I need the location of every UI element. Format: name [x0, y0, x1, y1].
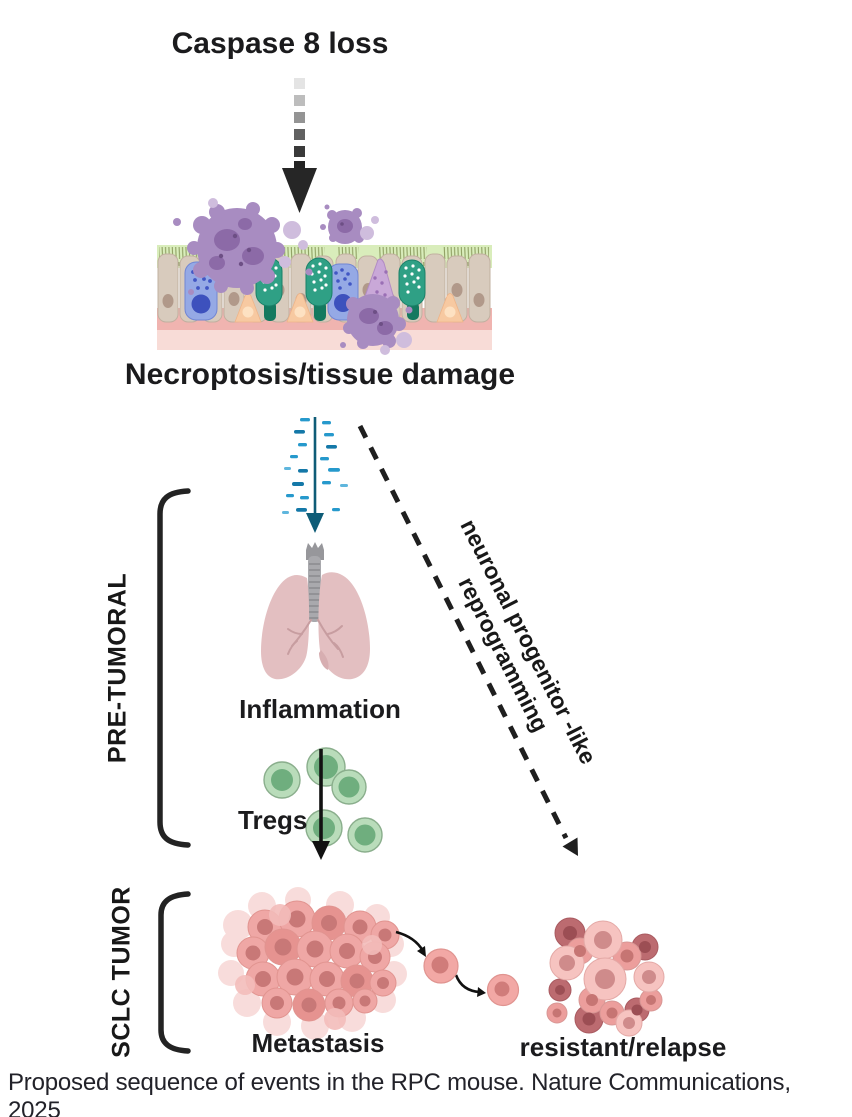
sclc-tumor-bracket: [158, 891, 191, 1054]
figure-caption: Proposed sequence of events in the RPC m…: [8, 1069, 791, 1117]
tregs-arrow-icon: [312, 749, 330, 860]
macrophage-blob-icon: [173, 198, 313, 295]
single-tumor-cell-icon: [486, 973, 520, 1007]
airway-epithelium-illustration: [157, 198, 492, 355]
cytokine-spray-icon: [282, 417, 348, 533]
resistant-relapse-label: resistant/relapse: [519, 1032, 727, 1062]
macrophage-blob-icon: [320, 204, 379, 244]
macrophage-blob-icon: [340, 294, 413, 355]
pretumoral-label: PRE-TUMORAL: [103, 572, 132, 764]
resistant-cluster-icon: [546, 917, 665, 1037]
metastasis-label: Metastasis: [251, 1028, 385, 1058]
caspase-loss-label: Caspase 8 loss: [171, 27, 389, 60]
necroptosis-label: Necroptosis/tissue damage: [124, 358, 516, 391]
treg-cells-icon: [263, 747, 383, 853]
migration-arrow-icon: [395, 930, 425, 952]
metastasis-cluster-icon: [218, 887, 407, 1040]
migration-path: [395, 930, 520, 1007]
migration-arrow-icon: [454, 974, 481, 994]
single-tumor-cell-icon: [423, 948, 459, 984]
caspase-dashed-arrow-icon: [282, 78, 317, 213]
sclc-tumor-label: SCLC TUMOR: [107, 886, 136, 1058]
tregs-label: Tregs: [238, 805, 308, 835]
inflammation-label: Inflammation: [239, 694, 401, 724]
lungs-icon: [261, 542, 370, 680]
